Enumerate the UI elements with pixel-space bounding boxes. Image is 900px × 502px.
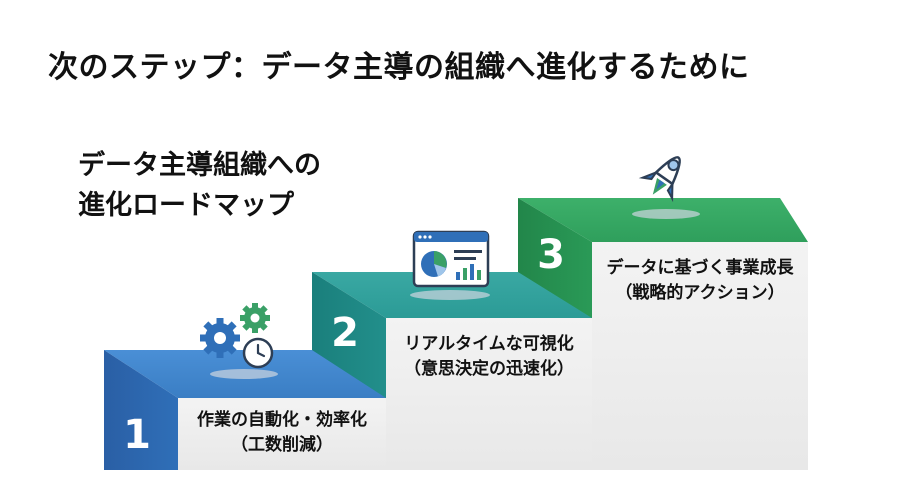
step-1-face — [178, 398, 386, 470]
step-1-front — [104, 350, 178, 470]
step-3-top — [518, 198, 808, 242]
roadmap-heading-line1: データ主導組織への — [78, 150, 321, 181]
step-3-icon-shadow — [632, 209, 700, 219]
step-3-label-line1: データに基づく事業成長 — [606, 258, 794, 278]
gears-clock-icon — [200, 303, 274, 369]
rocket-icon — [638, 156, 681, 203]
step-2-label-line1: リアルタイムな可視化 — [404, 334, 574, 354]
step-3-face — [592, 242, 808, 470]
step-3-label: データに基づく事業成長 （戦略的アクション） — [592, 256, 808, 306]
roadmap-heading-line2: 進化ロードマップ — [78, 190, 294, 221]
page-title: 次のステップ：データ主導の組織へ進化するために — [48, 50, 750, 85]
roadmap-heading: データ主導組織への 進化ロードマップ — [78, 146, 321, 226]
step-1-label: 作業の自動化・効率化 （工数削減） — [178, 408, 386, 458]
step-2-label: リアルタイムな可視化 （意思決定の迅速化） — [386, 332, 592, 382]
step-2-number: 2 — [331, 310, 359, 356]
step-2-label-line2: （意思決定の迅速化） — [404, 359, 574, 379]
step-3-block — [518, 198, 808, 470]
step-2-face — [386, 318, 592, 470]
step-1-icon-shadow — [210, 369, 278, 379]
step-1-label-line1: 作業の自動化・効率化 — [197, 410, 367, 430]
step-2-icon-shadow — [410, 290, 490, 300]
step-3-label-line2: （戦略的アクション） — [615, 283, 785, 303]
step-3-number: 3 — [537, 232, 565, 278]
step-1-label-line2: （工数削減） — [231, 435, 333, 455]
dashboard-icon — [412, 230, 490, 288]
step-1-number: 1 — [123, 412, 151, 458]
